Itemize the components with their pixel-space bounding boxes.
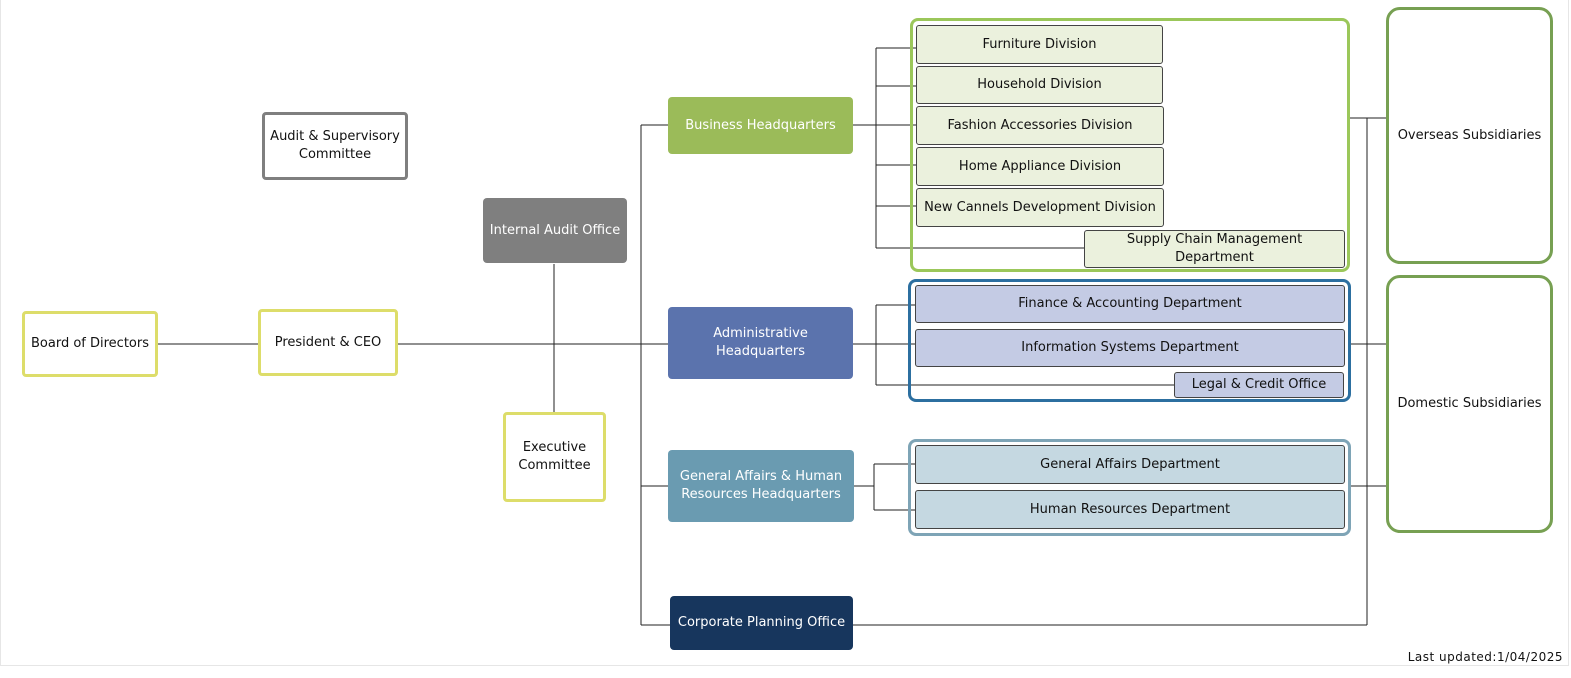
president-ceo: President & CEO: [258, 309, 398, 376]
new-channels-development-division: New Cannels Development Division: [916, 188, 1164, 227]
overseas-subsidiaries: Overseas Subsidiaries: [1386, 7, 1553, 264]
business-headquarters: Business Headquarters: [668, 97, 853, 154]
audit-supervisory-committee: Audit & Supervisory Committee: [262, 112, 408, 180]
legal-credit-office: Legal & Credit Office: [1174, 372, 1344, 398]
furniture-division: Furniture Division: [916, 25, 1163, 64]
board-of-directors: Board of Directors: [22, 311, 158, 377]
administrative-group-outline: [908, 279, 1351, 402]
domestic-subsidiaries: Domestic Subsidiaries: [1386, 275, 1553, 533]
internal-audit-office: Internal Audit Office: [483, 198, 627, 263]
general-affairs-hr-headquarters: General Affairs & Human Resources Headqu…: [668, 450, 854, 522]
household-division: Household Division: [916, 66, 1163, 104]
supply-chain-management-department: Supply Chain Management Department: [1084, 230, 1345, 268]
human-resources-department: Human Resources Department: [915, 490, 1345, 529]
finance-accounting-department: Finance & Accounting Department: [915, 285, 1345, 323]
business-group-outline: [910, 18, 1350, 272]
administrative-headquarters: Administrative Headquarters: [668, 307, 853, 379]
fashion-accessories-division: Fashion Accessories Division: [916, 106, 1164, 145]
home-appliance-division: Home Appliance Division: [916, 147, 1164, 186]
corporate-planning-office: Corporate Planning Office: [670, 596, 853, 650]
information-systems-department: Information Systems Department: [915, 329, 1345, 367]
executive-committee: Executive Committee: [503, 412, 606, 502]
general-affairs-department: General Affairs Department: [915, 445, 1345, 484]
last-updated-text: Last updated:1/04/2025: [1407, 650, 1563, 664]
ga-hr-group-outline: [908, 439, 1351, 536]
